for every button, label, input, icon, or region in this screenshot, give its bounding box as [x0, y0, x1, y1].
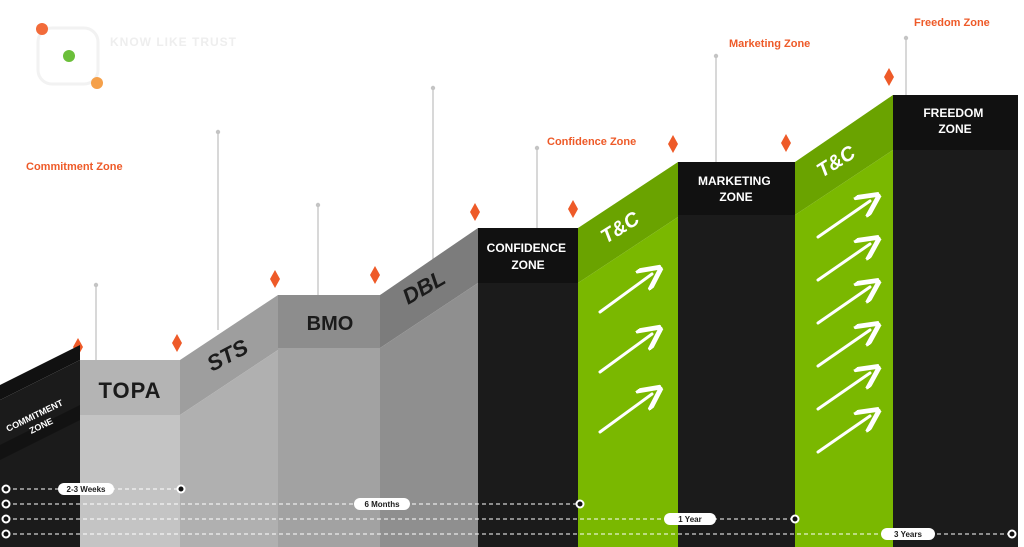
timeline-label-year: 1 Year: [664, 513, 716, 525]
timeline-label-months: 6 Months: [354, 498, 410, 510]
brand-logo: KNOW LIKE TRUST: [36, 23, 237, 89]
step-marketing-label-line2: ZONE: [719, 190, 752, 204]
step-freedom-label-line2: ZONE: [938, 122, 971, 136]
logo-dot-green: [63, 50, 75, 62]
step-confidence-zone: CONFIDENCE ZONE: [478, 228, 578, 547]
callout-commitment-zone: Commitment Zone: [26, 161, 123, 173]
callout-freedom-zone: Freedom Zone: [914, 17, 990, 29]
step-freedom-zone: FREEDOM ZONE: [893, 95, 1018, 547]
step-marketing-label-line1: MARKETING: [698, 174, 771, 188]
step-sts: STS: [180, 295, 278, 547]
step-commitment-zone: COMMITMENT ZONE: [0, 345, 80, 547]
svg-text:3 Years: 3 Years: [894, 530, 922, 539]
svg-text:6 Months: 6 Months: [364, 500, 400, 509]
growth-arrows-second: [816, 201, 870, 454]
step-confidence-label-line2: ZONE: [511, 258, 544, 272]
step-bmo: BMO: [278, 295, 380, 547]
svg-text:FREEDOM ZONE: FREEDOM ZONE: [923, 106, 986, 136]
callout-confidence-zone: Confidence Zone: [547, 136, 636, 148]
step-marketing-zone: MARKETING ZONE: [678, 162, 795, 547]
diamond-markers: [73, 68, 894, 356]
step-bmo-label: BMO: [307, 313, 354, 335]
logo-dot-peach: [91, 77, 103, 89]
timeline-label-weeks: 2-3 Weeks: [58, 483, 114, 495]
svg-text:MARKETING ZONE: MARKETING ZONE: [698, 174, 774, 204]
svg-text:1 Year: 1 Year: [678, 515, 701, 524]
growth-arrows-first: [598, 274, 652, 434]
step-tc-first: T&C: [578, 162, 678, 547]
svg-text:CONFIDENCE ZONE: CONFIDENCE ZONE: [487, 241, 570, 272]
callout-marketing-zone: Marketing Zone: [729, 38, 810, 50]
timeline-label-years: 3 Years: [881, 528, 935, 540]
step-topa: TOPA: [80, 360, 180, 547]
step-confidence-label-line1: CONFIDENCE: [487, 241, 566, 255]
step-freedom-label-line1: FREEDOM: [923, 106, 983, 120]
svg-text:2-3 Weeks: 2-3 Weeks: [67, 485, 107, 494]
step-topa-label: TOPA: [98, 378, 161, 403]
step-tc-second: T&C: [795, 95, 893, 547]
logo-dot-orange: [36, 23, 48, 35]
logo-text: KNOW LIKE TRUST: [110, 35, 237, 49]
